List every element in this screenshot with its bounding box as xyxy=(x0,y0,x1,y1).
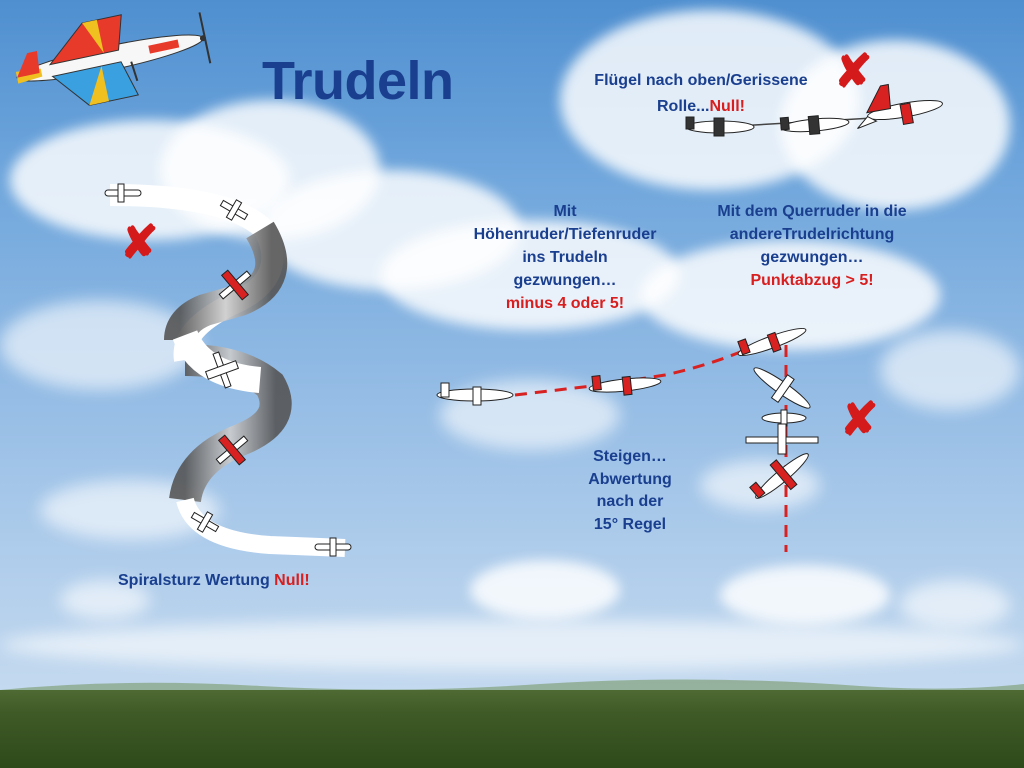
aileron-note-line: andereTrudelrichtung xyxy=(729,226,895,243)
climb-note-line: Steigen… xyxy=(593,448,667,465)
elevator-note-line: Mit xyxy=(553,203,577,220)
elevator-note-line: Höhenruder/Tiefenruder xyxy=(473,226,657,243)
x-mark-icon: ✘ xyxy=(834,45,873,97)
aileron-note-penalty: Punktabzug > 5! xyxy=(750,272,874,289)
spiral-dive-note-text: Spiralsturz Wertung xyxy=(118,572,275,589)
climb-note: Steigen… Abwertung nach der 15° Regel xyxy=(560,446,700,536)
elevator-note-line: gezwungen… xyxy=(513,272,617,289)
snap-roll-note-line1: Flügel nach oben/Gerissene xyxy=(594,72,808,89)
elevator-note: Mit Höhenruder/Tiefenruder ins Trudeln g… xyxy=(450,200,680,315)
climb-note-line: Abwertung xyxy=(588,470,672,488)
grass-ground xyxy=(0,690,1024,768)
spiral-dive-note: Spiralsturz Wertung Null! xyxy=(118,572,368,590)
aileron-note: Mit dem Querruder in die andereTrudelric… xyxy=(692,200,932,292)
x-mark-icon: ✘ xyxy=(840,393,879,445)
spiral-dive-note-verdict: Null! xyxy=(274,572,310,589)
snap-roll-note-line2: Rolle...Null! xyxy=(657,98,745,115)
plane-icon xyxy=(104,183,352,557)
elevator-note-penalty: minus 4 oder 5! xyxy=(505,295,625,312)
aileron-note-line: gezwungen… xyxy=(760,249,864,266)
elevator-note-line: ins Trudeln xyxy=(522,249,608,266)
x-mark-icon: ✘ xyxy=(120,216,159,268)
snap-roll-note: Flügel nach oben/Gerissene Rolle...Null! xyxy=(556,68,846,120)
slide-title: Trudeln xyxy=(262,51,454,111)
climb-note-line: 15° Regel xyxy=(593,515,667,533)
climb-note-line: nach der xyxy=(596,493,664,510)
aileron-note-line: Mit dem Querruder in die xyxy=(717,203,907,220)
